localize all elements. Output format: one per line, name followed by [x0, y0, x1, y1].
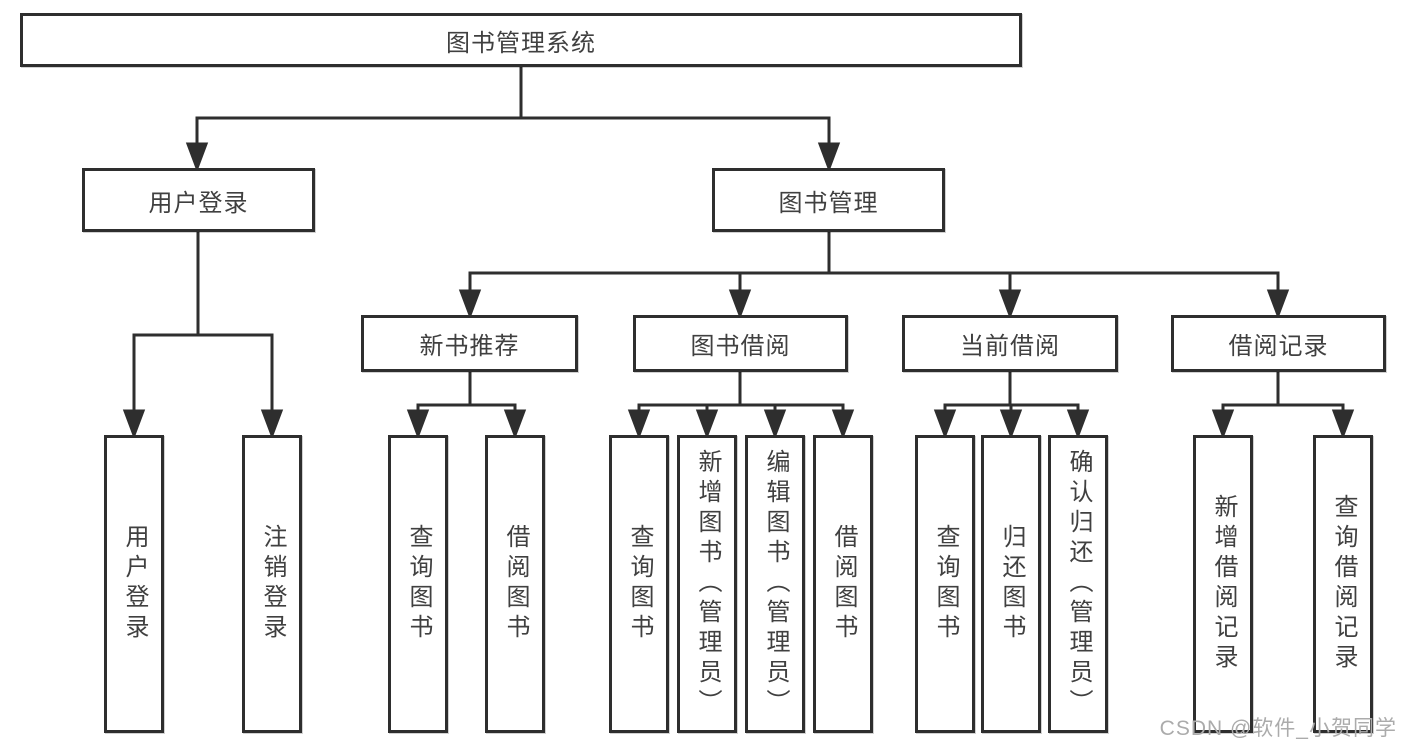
arrowhead [1266, 289, 1290, 320]
arrowhead [933, 409, 957, 440]
node-leaf-query-borrow-record: 查询借阅记录 [1313, 435, 1373, 733]
arrowhead [998, 289, 1022, 320]
node-leaf-add-books-admin: 新增图书（管理员） [677, 435, 737, 733]
node-leaf-add-books-admin-label: 新增图书（管理员） [694, 449, 721, 719]
connector-new-book-recommend-to-leaves [406, 372, 527, 440]
arrowhead [728, 289, 752, 320]
node-leaf-confirm-return-admin: 确认归还（管理员） [1048, 435, 1108, 733]
node-leaf-query-books-recommend: 查询图书 [388, 435, 448, 733]
arrowhead [763, 409, 787, 440]
node-leaf-add-borrow-record-label: 新增借阅记录 [1210, 494, 1237, 674]
node-current-borrowing-label: 当前借阅 [960, 333, 1060, 360]
node-book-borrowing: 图书借阅 [633, 315, 848, 372]
connector-borrowing-records-to-leaves [1211, 372, 1355, 440]
connector-root-to-level2 [185, 67, 841, 173]
node-root-label: 图书管理系统 [446, 29, 596, 57]
arrowhead [1066, 409, 1090, 440]
node-borrowing-records: 借阅记录 [1171, 315, 1386, 372]
node-leaf-borrow-books-borrowing: 借阅图书 [813, 435, 873, 733]
arrowhead [1331, 409, 1355, 440]
arrowhead [458, 289, 482, 320]
node-book-borrowing-label: 图书借阅 [690, 333, 791, 360]
connector-user-login-to-leaves [122, 232, 284, 440]
node-leaf-edit-books-admin: 编辑图书（管理员） [745, 435, 805, 733]
node-leaf-add-borrow-record: 新增借阅记录 [1193, 435, 1253, 733]
node-borrowing-records-label: 借阅记录 [1228, 333, 1329, 360]
node-leaf-query-books-current-label: 查询图书 [932, 524, 959, 644]
node-leaf-confirm-return-admin-label: 确认归还（管理员） [1065, 449, 1092, 719]
arrowhead [627, 409, 651, 440]
node-book-management: 图书管理 [712, 168, 945, 232]
node-new-book-recommend: 新书推荐 [361, 315, 578, 372]
node-book-management-label: 图书管理 [778, 189, 879, 217]
node-leaf-return-books: 归还图书 [981, 435, 1041, 733]
arrowhead [260, 409, 284, 440]
arrowhead [817, 142, 841, 173]
arrowhead [185, 142, 209, 173]
csdn-watermark: CSDN @软件_小贺同学 [1159, 717, 1397, 740]
node-leaf-query-borrow-record-label: 查询借阅记录 [1330, 494, 1357, 674]
node-new-book-recommend-label: 新书推荐 [419, 333, 520, 360]
connector-book-management-to-level3 [458, 232, 1290, 320]
arrowhead [999, 409, 1023, 440]
arrowhead [503, 409, 527, 440]
node-leaf-logout-label: 注销登录 [259, 524, 286, 644]
node-user-login: 用户登录 [82, 168, 315, 232]
connector-current-borrowing-to-leaves [933, 372, 1090, 440]
node-leaf-user-login-label: 用户登录 [121, 524, 148, 644]
node-leaf-user-login: 用户登录 [104, 435, 164, 733]
node-leaf-edit-books-admin-label: 编辑图书（管理员） [762, 449, 789, 719]
node-leaf-return-books-label: 归还图书 [998, 524, 1025, 644]
arrowhead [695, 409, 719, 440]
node-leaf-query-books-borrowing-label: 查询图书 [626, 524, 653, 644]
node-leaf-borrow-books-borrowing-label: 借阅图书 [830, 524, 857, 644]
node-leaf-query-books-borrowing: 查询图书 [609, 435, 669, 733]
node-leaf-borrow-books-recommend-label: 借阅图书 [502, 524, 529, 644]
arrowhead [406, 409, 430, 440]
node-leaf-query-books-recommend-label: 查询图书 [405, 524, 432, 644]
node-leaf-logout: 注销登录 [242, 435, 302, 733]
node-leaf-borrow-books-recommend: 借阅图书 [485, 435, 545, 733]
connector-book-borrowing-to-leaves [627, 372, 855, 440]
node-current-borrowing: 当前借阅 [902, 315, 1118, 372]
node-root: 图书管理系统 [20, 13, 1022, 67]
arrowhead [831, 409, 855, 440]
arrowhead [1211, 409, 1235, 440]
arrowhead [122, 409, 146, 440]
node-leaf-query-books-current: 查询图书 [915, 435, 975, 733]
node-user-login-label: 用户登录 [148, 189, 249, 217]
